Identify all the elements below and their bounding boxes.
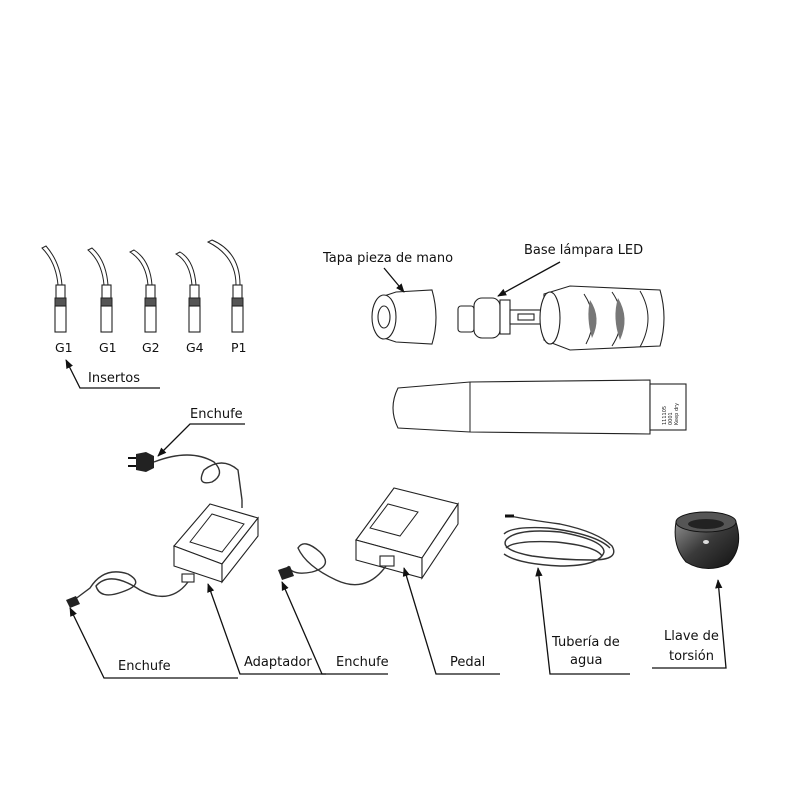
plug-adapter-label: Enchufe	[118, 659, 171, 674]
handpiece-cap-label: Tapa pieza de mano	[322, 251, 453, 266]
insert-name-1: G1	[55, 340, 73, 355]
pedal-arrow	[402, 567, 500, 675]
power-adapter	[66, 500, 259, 608]
insert-tip-3	[128, 249, 157, 333]
torque-key-label-line2: torsión	[669, 649, 714, 664]
plug-pedal-arrow	[281, 581, 388, 675]
adapter-arrow	[207, 583, 326, 675]
handpiece-body: 111105 0001 Keep dry	[392, 379, 687, 435]
led-base-label: Base lámpara LED	[524, 243, 643, 258]
inserts-caption: Insertos	[88, 371, 140, 386]
inserts-group: G1 G1 G2 G4 P1 Insertos	[41, 239, 247, 389]
torque-key	[674, 511, 740, 569]
insert-name-2: G1	[99, 340, 117, 355]
insert-name-3: G2	[142, 340, 160, 355]
water-tube-label-line2: agua	[570, 653, 602, 668]
power-plug	[128, 452, 243, 501]
inserts-arrow	[65, 359, 160, 389]
adapter-label: Adaptador	[244, 655, 312, 670]
torque-key-arrow	[652, 579, 727, 669]
pedal-label: Pedal	[450, 655, 485, 670]
handpiece-cap-arrow	[383, 267, 405, 293]
plug-adapter-arrow	[69, 607, 238, 679]
insert-name-4: G4	[186, 340, 204, 355]
insert-tip-1	[41, 245, 67, 333]
water-tube	[503, 514, 615, 567]
plug-top-label: Enchufe	[190, 407, 243, 422]
torque-key-label-line1: Llave de	[664, 629, 719, 644]
insert-name-5: P1	[231, 340, 247, 355]
insert-tip-4	[174, 251, 201, 333]
handpiece-cap	[371, 289, 437, 345]
plug-top-arrow	[157, 423, 245, 457]
foot-pedal	[278, 487, 459, 586]
water-tube-arrow	[535, 567, 630, 675]
insert-tip-5	[206, 239, 244, 333]
marking-line-1: 111105	[662, 406, 668, 425]
handpiece-marking: 111105 0001 Keep dry	[662, 403, 680, 425]
handpiece-body-front	[539, 285, 665, 351]
insert-tip-2	[87, 247, 113, 333]
plug-pedal-label: Enchufe	[336, 655, 389, 670]
led-base-arrow	[497, 261, 561, 297]
led-base	[457, 297, 543, 339]
marking-line-3: Keep dry	[674, 403, 680, 425]
water-tube-label-line1: Tubería de	[551, 635, 620, 650]
marking-line-2: 0001	[668, 412, 674, 425]
